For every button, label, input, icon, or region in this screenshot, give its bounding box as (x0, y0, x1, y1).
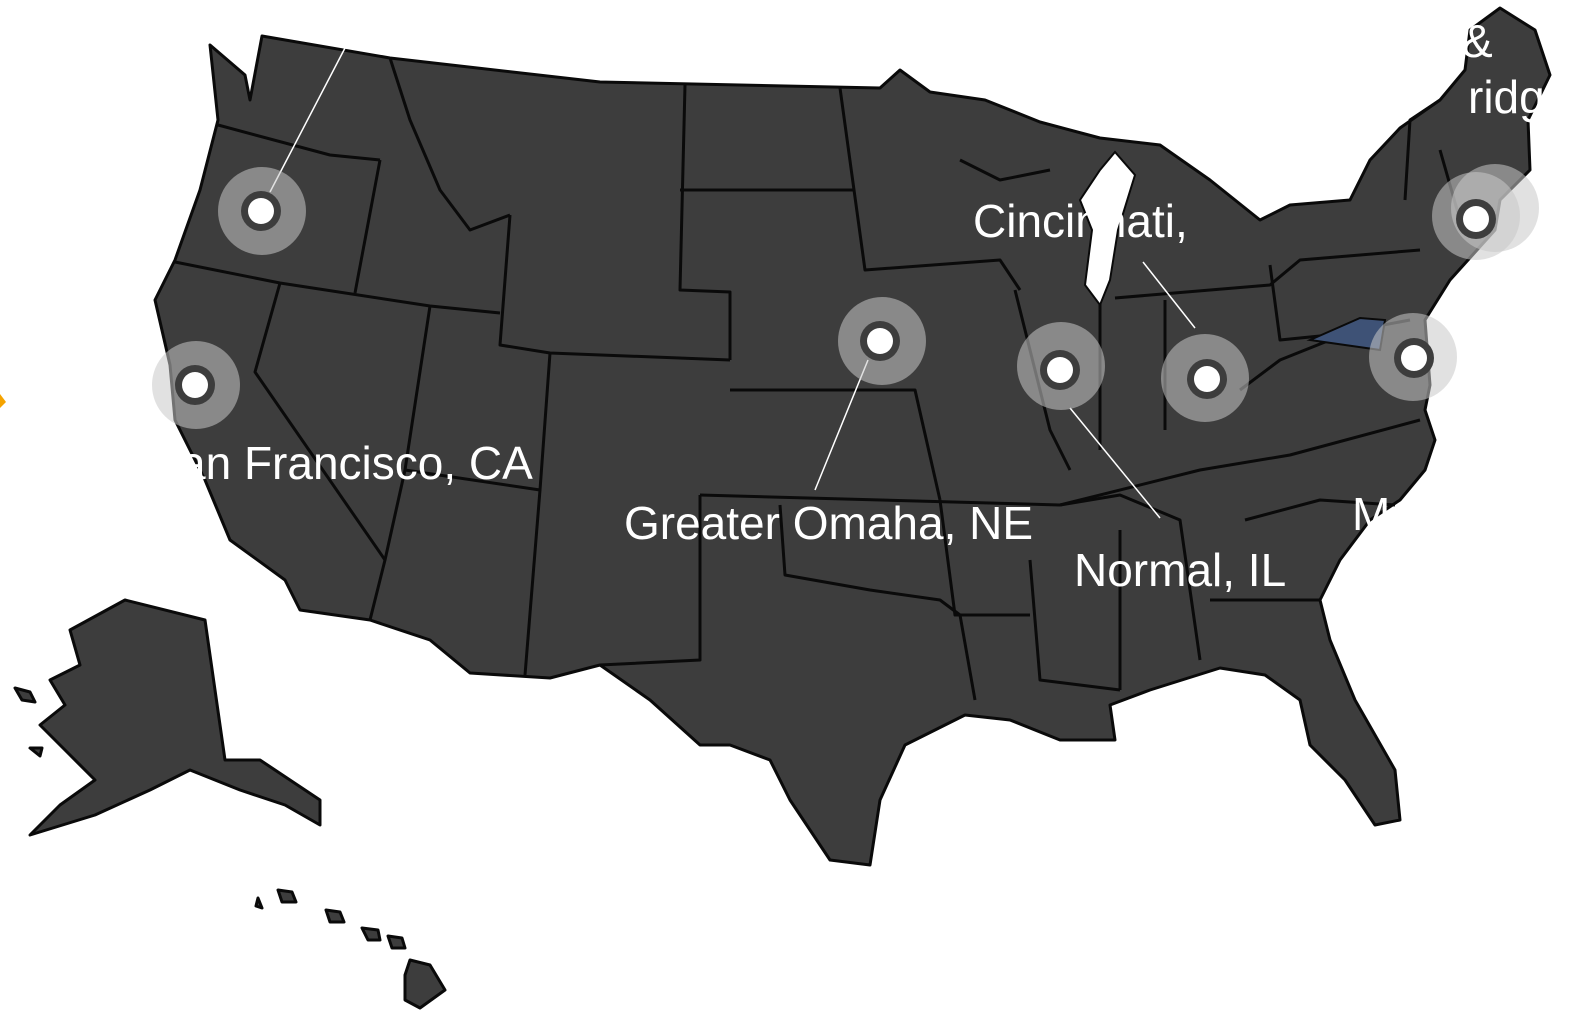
location-marker-normal[interactable] (1017, 322, 1105, 410)
label-boston-line2: ridge (1468, 71, 1570, 123)
hawaii (254, 888, 447, 1010)
location-marker-cincinnati[interactable] (1161, 334, 1249, 422)
label-san-francisco: an Francisco, CA (180, 437, 533, 489)
alaska-island-2 (28, 746, 44, 758)
alaska-island-1 (13, 686, 37, 704)
location-marker-maryland[interactable] (1369, 313, 1457, 401)
leader-portland (269, 47, 346, 193)
state-borders (174, 57, 1462, 701)
leader-omaha (814, 359, 869, 491)
edge-marker (0, 394, 6, 408)
location-marker-san-francisco[interactable] (152, 341, 240, 429)
label-cincinnati: Cincinnati, (973, 195, 1188, 247)
lake-michigan (1078, 150, 1137, 308)
contiguous-us (153, 6, 1552, 867)
label-maryland: M (1352, 488, 1390, 540)
label-boston-line1: & (1462, 15, 1493, 67)
leader-normal (1069, 407, 1161, 519)
leader-cincinnati (1142, 261, 1196, 329)
location-marker-portland[interactable] (218, 167, 306, 255)
label-normal: Normal, IL (1074, 544, 1286, 596)
location-marker-omaha[interactable] (838, 297, 926, 385)
location-marker-boston[interactable] (1432, 164, 1539, 260)
alaska (28, 598, 322, 837)
label-omaha: Greater Omaha, NE (624, 497, 1033, 549)
leader-lines (269, 47, 1196, 519)
